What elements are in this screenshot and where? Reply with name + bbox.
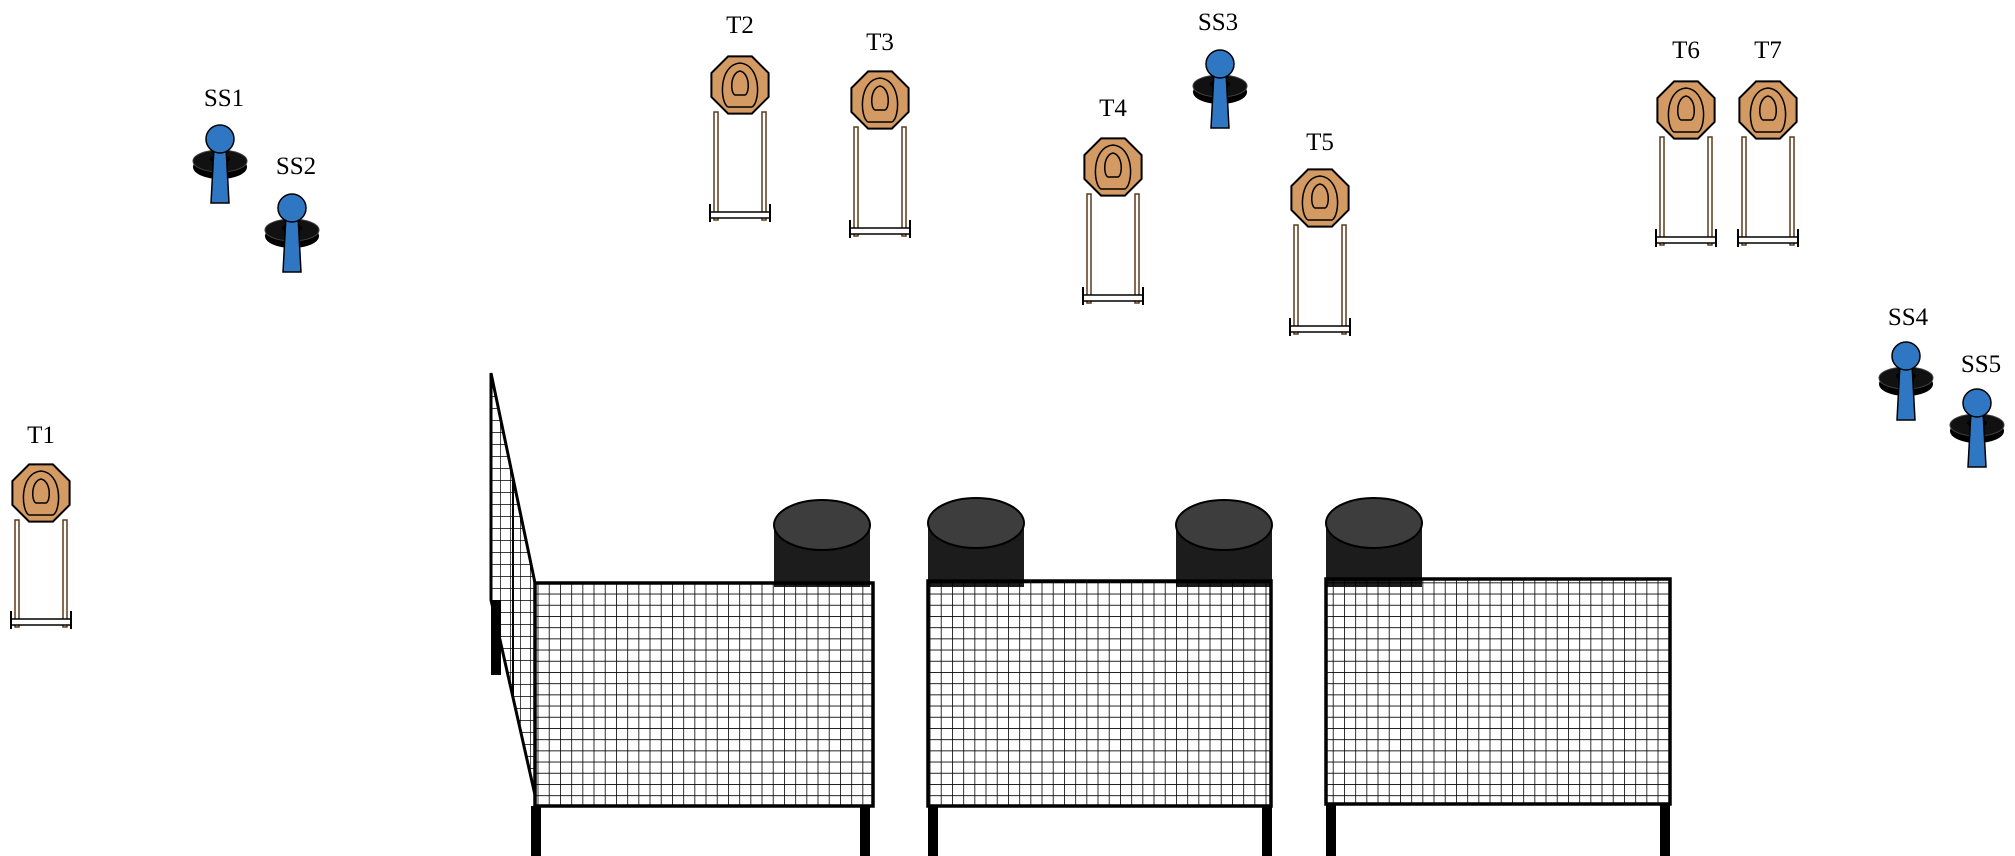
target-t6: T6 xyxy=(1655,37,1717,247)
target-t2: T2 xyxy=(709,12,771,222)
steel-stop-ss4: SS4 xyxy=(1878,304,1934,421)
target-t7: T7 xyxy=(1737,37,1799,247)
target-label: T3 xyxy=(866,29,894,56)
target-label: T1 xyxy=(27,422,55,449)
stop-label: SS4 xyxy=(1888,304,1929,331)
stop-label: SS2 xyxy=(276,153,316,180)
target-label: T4 xyxy=(1099,95,1127,122)
fence-panel xyxy=(531,581,875,856)
target-t3: T3 xyxy=(849,29,911,238)
fence-panel xyxy=(926,579,1273,856)
steel-stop-ss5: SS5 xyxy=(1949,351,2005,468)
steel-stop-ss1: SS1 xyxy=(192,85,248,204)
stop-label: SS3 xyxy=(1198,9,1238,36)
target-label: T2 xyxy=(726,12,754,39)
target-t4: T4 xyxy=(1082,95,1144,305)
steel-stop-ss2: SS2 xyxy=(264,153,320,273)
barrel xyxy=(1175,499,1273,587)
barrel xyxy=(773,499,871,587)
target-label: T7 xyxy=(1754,37,1782,64)
fence-wing xyxy=(489,372,537,796)
target-t5: T5 xyxy=(1289,129,1351,336)
barrel xyxy=(1325,497,1423,587)
target-label: T6 xyxy=(1672,37,1700,64)
stop-label: SS1 xyxy=(204,85,244,112)
target-t1: T1 xyxy=(10,422,72,629)
steel-stop-ss3: SS3 xyxy=(1192,9,1248,129)
fence-panel xyxy=(1324,577,1672,856)
stop-label: SS5 xyxy=(1961,351,2001,378)
target-label: T5 xyxy=(1306,129,1334,156)
barrel xyxy=(927,497,1025,587)
